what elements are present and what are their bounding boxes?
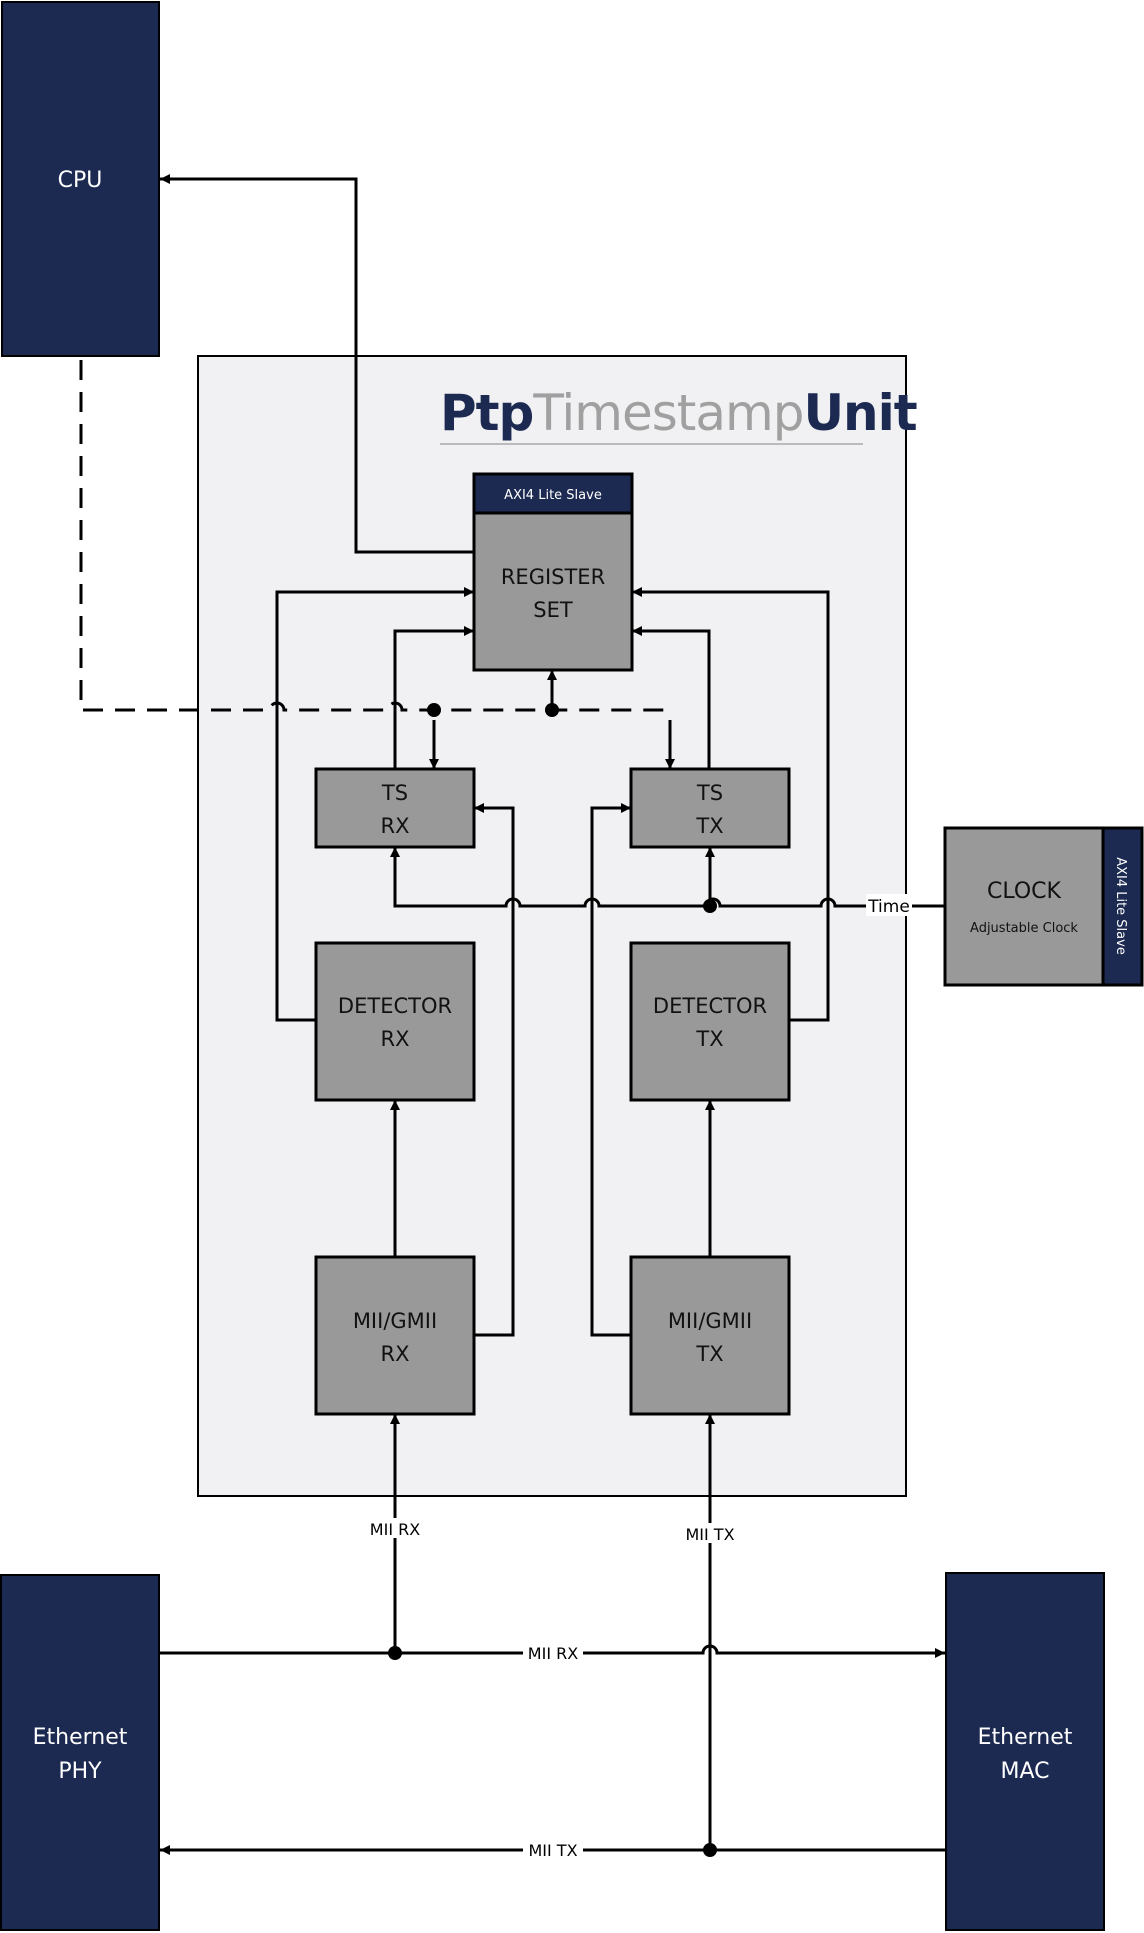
cpu-label: CPU	[58, 168, 103, 193]
junction-dot	[388, 1646, 402, 1660]
time-bus-wire	[390, 847, 945, 908]
mii-rx-bus-wire	[160, 1644, 945, 1658]
junction-dots	[388, 703, 717, 1857]
tstx-to-reg-wire	[632, 626, 711, 769]
ts-tx-label-1: TS	[696, 781, 723, 805]
detrx-to-reg-wire	[275, 587, 474, 1022]
mac-label-1: Ethernet	[978, 1725, 1073, 1750]
axi-bus-wire	[79, 360, 670, 712]
ethernet-mac-block[interactable]	[945, 1572, 1105, 1931]
mac-label-2: MAC	[1000, 1759, 1049, 1784]
junction-dot	[427, 703, 441, 717]
detector-tx-label-1: DETECTOR	[653, 994, 767, 1018]
junction-dot	[703, 1843, 717, 1857]
mii-rx-up-label: MII RX	[370, 1520, 420, 1539]
mii-gmii-rx-block[interactable]	[314, 1255, 476, 1416]
mii-tx-up-label-bg	[677, 1523, 743, 1543]
detector-rx-label-1: DETECTOR	[338, 994, 452, 1018]
tsrx-to-reg-wire	[393, 626, 474, 769]
junction-dot	[703, 899, 717, 913]
miirx-to-tsrx-wire	[474, 803, 515, 1337]
detector-rx-block[interactable]	[314, 941, 476, 1102]
register-set-label-1: REGISTER	[501, 565, 605, 589]
ts-tx-label-2: TX	[695, 814, 723, 838]
mii-tx-label-1: MII/GMII	[668, 1309, 752, 1333]
register-axi-header	[472, 472, 634, 515]
cpu-block[interactable]	[1, 1, 160, 357]
time-label-bg	[866, 894, 912, 916]
ethernet-phy-block[interactable]	[0, 1574, 160, 1931]
mii-tx-bus-label: MII TX	[528, 1841, 577, 1860]
register-axi-label: AXI4 Lite Slave	[504, 488, 602, 503]
clock-label: CLOCK	[987, 879, 1062, 904]
mii-rx-up-label-bg	[362, 1518, 428, 1538]
phy-label-2: PHY	[58, 1759, 102, 1784]
mii-tx-bus-label-bg	[523, 1840, 583, 1860]
clock-sublabel: Adjustable Clock	[970, 921, 1078, 936]
detector-tx-block[interactable]	[629, 941, 791, 1102]
mii-rx-bus-label: MII RX	[528, 1644, 578, 1663]
detector-rx-label-2: RX	[381, 1027, 410, 1051]
ptu-title: PtpTimestampUnit	[440, 384, 917, 442]
mii-tx-up-label: MII TX	[685, 1525, 734, 1544]
phy-label-1: Ethernet	[33, 1725, 128, 1750]
mii-gmii-tx-block[interactable]	[629, 1255, 791, 1416]
mii-rx-label-2: RX	[381, 1342, 410, 1366]
dettx-to-reg-wire	[632, 587, 830, 1022]
clock-axi-strip	[1101, 826, 1144, 987]
detector-tx-label-2: TX	[695, 1027, 723, 1051]
mii-tx-label-2: TX	[695, 1342, 723, 1366]
time-label: Time	[867, 897, 910, 917]
clock-axi-label: AXI4 Lite Slave	[1113, 857, 1128, 955]
ts-rx-label-1: TS	[381, 781, 408, 805]
reg-to-cpu-wire	[160, 174, 474, 554]
ts-rx-label-2: RX	[381, 814, 410, 838]
clock-block[interactable]	[943, 826, 1105, 987]
mii-rx-bus-label-bg	[523, 1643, 583, 1663]
ts-tx-block[interactable]	[629, 767, 791, 849]
junction-dot	[545, 703, 559, 717]
mii-rx-label-1: MII/GMII	[353, 1309, 437, 1333]
miitx-to-tstx-wire	[590, 803, 631, 1337]
register-set-label-2: SET	[533, 598, 573, 622]
